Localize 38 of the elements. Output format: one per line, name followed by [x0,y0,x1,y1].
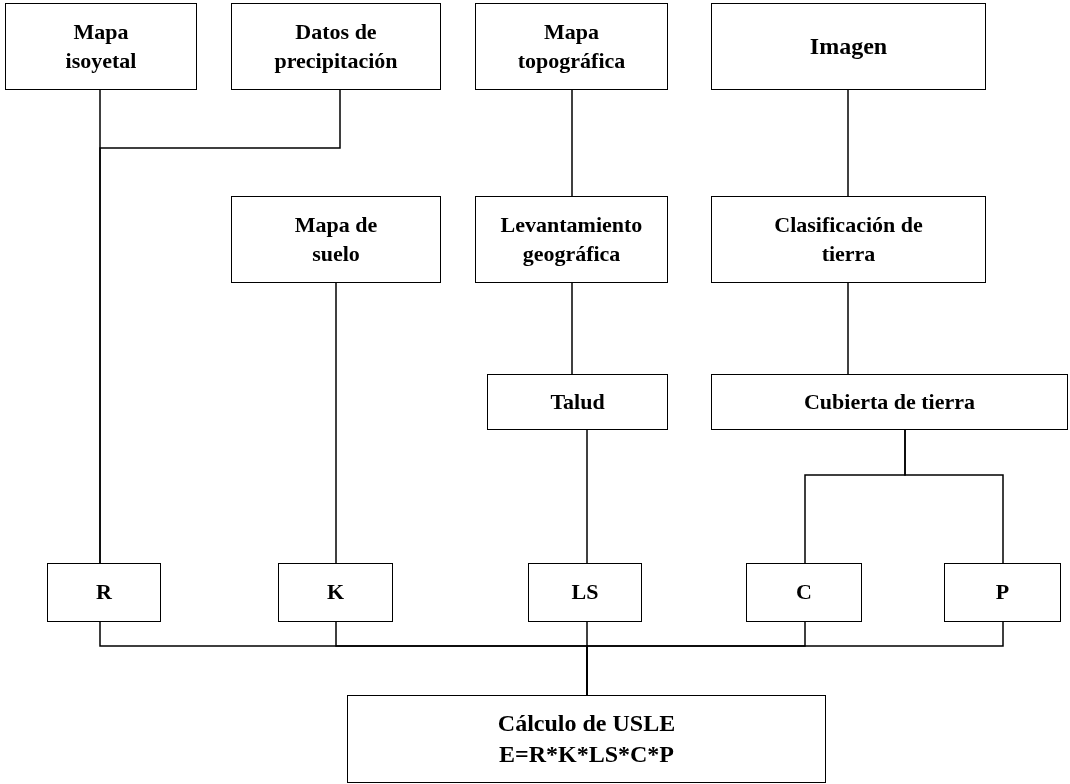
box-label: Levantamiento geográfica [499,210,644,268]
process-box [528,563,642,622]
box-label: P [995,578,1010,607]
box-label: Cálculo de USLE E=R*K*LS*C*P [496,708,677,769]
connector-line [847,282,849,375]
connector-line [571,89,573,197]
box-label: Mapa de suelo [293,210,379,268]
connector-line [571,282,573,375]
process-box [231,196,441,283]
box-label: C [796,578,812,607]
process-box [231,3,441,90]
connector-line [904,429,1004,564]
connector-line [335,282,337,564]
process-box [47,563,161,622]
box-label: R [96,578,112,607]
process-box [475,196,668,283]
process-box [487,374,668,430]
process-box [278,563,393,622]
box-label: K [326,578,345,607]
connector-line [99,89,341,564]
box-label: LS [571,578,599,607]
connector-line [847,89,849,197]
box-label: Mapa topográfica [516,17,627,75]
process-box [711,3,986,90]
box-label: Cubierta de tierra [803,387,976,416]
process-box [475,3,668,90]
process-box [5,3,197,90]
process-box [746,563,862,622]
box-label: Clasificación de tierra [773,210,924,268]
box-label: Imagen [809,31,888,61]
process-box [944,563,1061,622]
box-label: Mapa isoyetal [64,17,138,75]
process-box [711,196,986,283]
box-label: Talud [550,387,605,416]
process-box [711,374,1068,430]
box-label: Datos de precipitación [273,17,399,75]
process-box [347,695,826,783]
connector-line [586,429,588,564]
